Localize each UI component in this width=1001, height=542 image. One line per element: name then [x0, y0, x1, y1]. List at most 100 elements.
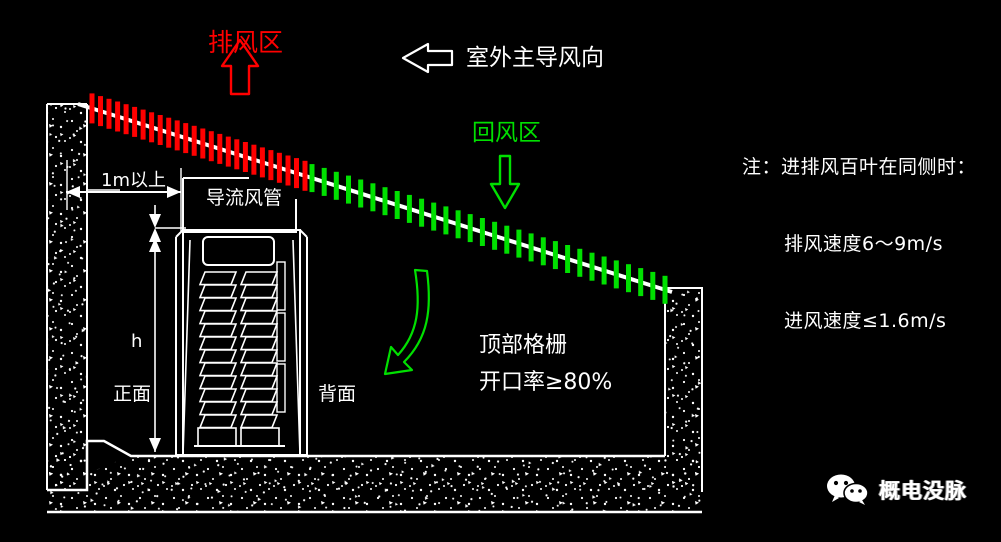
louvre-strip: [589, 252, 595, 281]
rack-slot: [198, 323, 238, 338]
rack-slot: [198, 362, 238, 377]
rack-slot: [239, 271, 279, 286]
louvre-strip: [662, 275, 668, 304]
floor-slab: [47, 439, 702, 514]
louvre-strip: [552, 241, 558, 270]
louvre-strip: [321, 167, 327, 196]
louvre-strip: [98, 96, 103, 127]
top-grille-label-line2: 开口率≥80%: [479, 370, 613, 395]
height-dimension-label: h: [131, 331, 143, 352]
rack-slot: [198, 375, 238, 390]
rack-slot: [239, 375, 279, 390]
louvre-strip: [285, 155, 291, 186]
louvre-strip: [406, 194, 412, 223]
louvre-strip: [638, 268, 644, 297]
louvre-strip: [140, 109, 146, 140]
louvre-strip: [443, 206, 449, 235]
louvre-strip: [234, 139, 240, 170]
louvre-strip: [132, 106, 138, 137]
louvre-strip: [208, 131, 214, 162]
rack-slot: [239, 310, 279, 325]
louvre-strip: [565, 245, 571, 273]
top-grille-label-line1: 顶部格栅: [479, 333, 568, 358]
louvre-strip: [540, 237, 546, 266]
louvre-strip: [183, 123, 189, 154]
louvre-strip: [89, 93, 95, 124]
return-louvre-strips: [309, 164, 668, 304]
rack-slot: [239, 349, 279, 364]
louvre-strip: [394, 191, 400, 219]
louvre-strip: [346, 175, 351, 204]
louvre-strip: [157, 115, 163, 145]
louvre-strip: [382, 187, 388, 216]
wind-direction-arrow-icon: [401, 42, 454, 74]
rack-slot: [198, 297, 238, 312]
louvre-strip: [333, 171, 339, 200]
duct-label: 导流风管: [206, 187, 283, 209]
louvre-strip: [431, 202, 437, 231]
front-label: 正面: [113, 383, 152, 405]
louvre-strip: [106, 98, 112, 129]
louvre-strip: [123, 104, 129, 135]
louvre-strip: [276, 152, 282, 183]
louvre-strip: [504, 225, 510, 254]
louvre-strip: [479, 218, 485, 246]
rack-slot: [239, 297, 279, 312]
note-line-1: 注：进排风百叶在同侧时：: [742, 156, 977, 179]
rack-slot: [239, 388, 279, 403]
louvre-strip: [302, 160, 308, 191]
rack-slot: [239, 414, 279, 429]
watermark-text: 概电没脉: [879, 479, 967, 503]
louvre-strip: [419, 198, 425, 227]
return-zone-label: 回风区: [472, 120, 541, 146]
louvre-strip: [225, 136, 231, 167]
clearance-label: 1m以上: [101, 170, 166, 191]
exhaust-zone-label: 排风区: [208, 28, 284, 57]
louvre-strip: [601, 256, 607, 285]
louvre-strip: [166, 117, 172, 148]
rack-slot: [198, 401, 238, 416]
louvre-strip: [251, 144, 257, 175]
clearance-dimension: [66, 160, 182, 232]
louvre-strip: [259, 147, 265, 178]
back-label: 背面: [318, 383, 357, 405]
rack-slot: [239, 284, 279, 299]
rack-slot: [239, 323, 279, 338]
louvre-strip: [370, 183, 376, 212]
louvre-strip: [455, 210, 461, 239]
rack-slot: [198, 271, 238, 286]
louvre-strip: [149, 112, 155, 143]
louvre-strip: [268, 150, 274, 181]
louvre-strip: [613, 260, 619, 289]
louvre-strip: [174, 120, 180, 151]
note-block: 注：进排风百叶在同侧时： 排风速度6～9m/s 进风速度≤1.6m/s: [742, 104, 976, 386]
curved-airflow-arrow-icon: [383, 268, 430, 376]
server-rack: [175, 229, 308, 456]
rack-slot: [198, 284, 238, 299]
rack-slot: [198, 414, 238, 429]
louvre-strip: [242, 142, 248, 172]
height-dimension: [149, 205, 186, 452]
louvre-strip: [650, 271, 656, 300]
louvre-strip: [358, 179, 364, 208]
louvre-strip: [528, 233, 534, 262]
rack-slot: [198, 349, 238, 364]
note-line-2: 排风速度6～9m/s: [784, 233, 943, 256]
rack-slot: [198, 336, 238, 351]
louvre-strip: [626, 264, 631, 293]
rack-slot: [198, 388, 238, 403]
rack-slot: [198, 310, 238, 325]
louvre-strip: [516, 229, 522, 258]
wechat-icon: [827, 474, 869, 505]
watermark: 概电没脉: [826, 474, 967, 506]
rack-slot: [239, 401, 279, 416]
right-wall: [664, 287, 703, 492]
louvre-strip: [467, 214, 473, 243]
exhaust-louvre-strips: [89, 93, 308, 191]
louvre-strip: [294, 158, 299, 189]
wind-direction-label: 室外主导风向: [466, 45, 604, 71]
louvre-strip: [217, 133, 223, 164]
louvre-strip: [191, 125, 197, 156]
